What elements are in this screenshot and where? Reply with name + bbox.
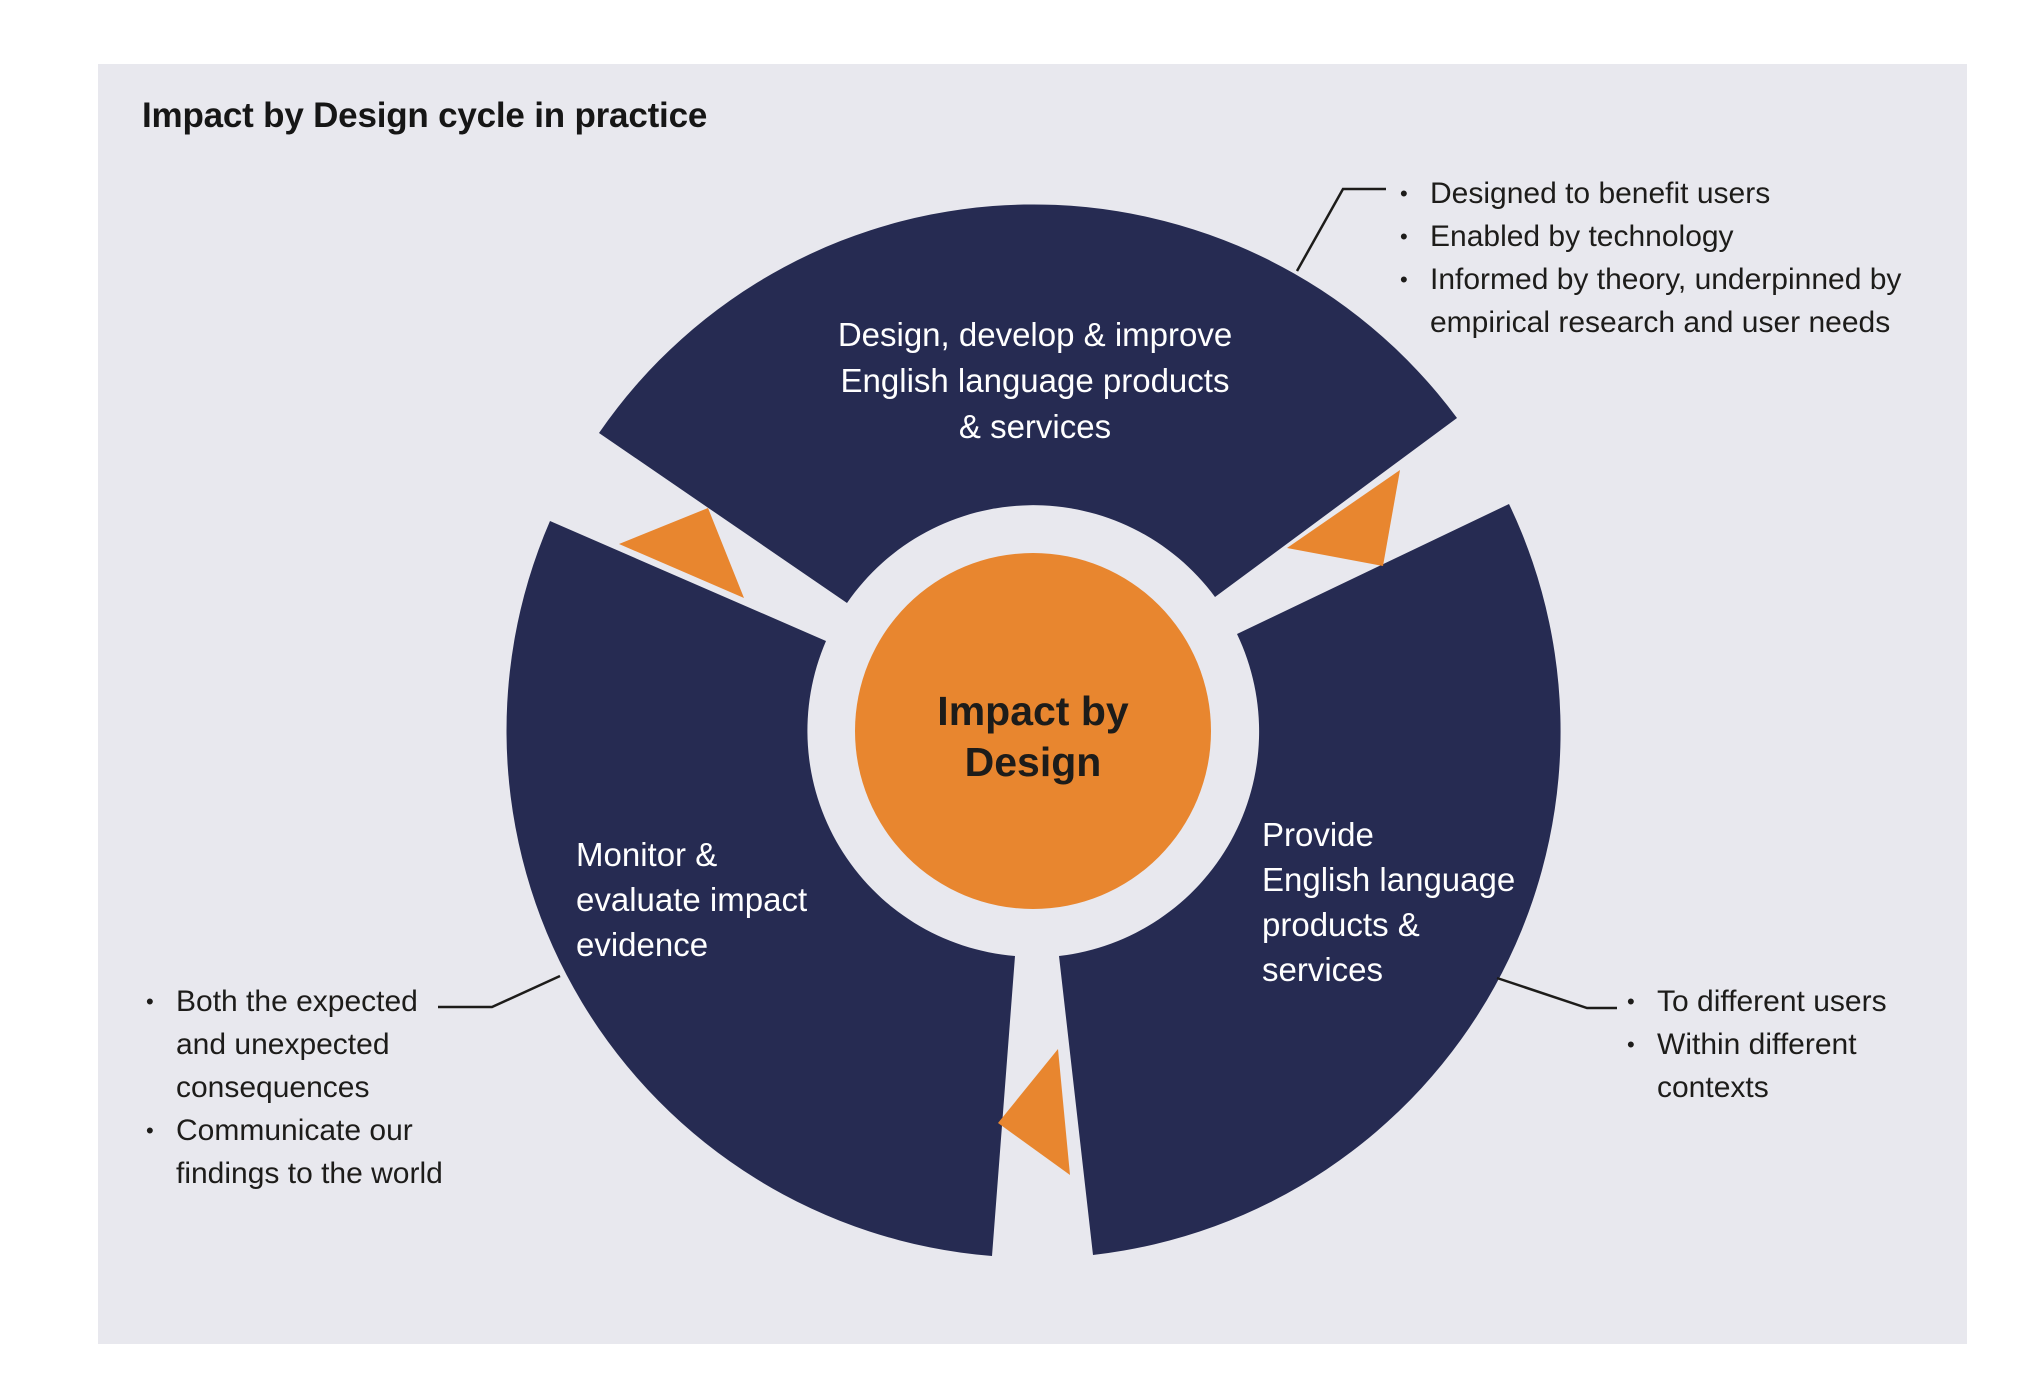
callout-connector-right xyxy=(1496,976,1617,1010)
callout-list-monitor: • Both the expected and unexpected conse… xyxy=(146,980,443,1195)
callout-connector-bottom-left xyxy=(438,974,561,1009)
bullet-icon: • xyxy=(1400,224,1408,249)
list-item: • Enabled by technology xyxy=(1400,215,1901,258)
bullet-icon: • xyxy=(1400,181,1408,206)
center-label: Impact by Design xyxy=(937,688,1129,785)
bullet-icon: • xyxy=(146,1118,154,1143)
page-title: Impact by Design cycle in practice xyxy=(142,96,708,135)
center-circle xyxy=(855,553,1211,909)
segment-provide xyxy=(1059,504,1561,1255)
list-item: • Informed by theory, underpinned by emp… xyxy=(1400,258,1901,344)
cycle-arrow-top-left-icon xyxy=(619,508,744,598)
list-item: • To different users xyxy=(1627,980,1887,1023)
segment-label-design-develop-improve: Design, develop & improve English langua… xyxy=(837,316,1233,445)
list-item: • Within different contexts xyxy=(1627,1023,1887,1109)
callout-list-provide: • To different users • Within different … xyxy=(1627,980,1887,1109)
list-item: • Both the expected and unexpected conse… xyxy=(146,980,443,1109)
list-item: • Communicate our findings to the world xyxy=(146,1109,443,1195)
callout-connector-top-right xyxy=(1295,187,1386,272)
list-item: • Designed to benefit users xyxy=(1400,172,1901,215)
segment-design-develop-improve xyxy=(599,204,1457,603)
segment-label-provide: Provide English language products & serv… xyxy=(1262,816,1516,988)
bullet-icon: • xyxy=(1400,267,1408,292)
bullet-icon: • xyxy=(1627,1032,1635,1057)
cycle-arrow-bottom-icon xyxy=(998,1049,1070,1175)
callout-list-design: • Designed to benefit users • Enabled by… xyxy=(1400,172,1901,344)
bullet-icon: • xyxy=(146,989,154,1014)
bullet-icon: • xyxy=(1627,989,1635,1014)
segment-monitor-evaluate xyxy=(506,521,1015,1256)
segment-label-monitor-evaluate: Monitor & evaluate impact evidence xyxy=(576,836,808,963)
cycle-arrow-top-right-icon xyxy=(1287,470,1400,566)
